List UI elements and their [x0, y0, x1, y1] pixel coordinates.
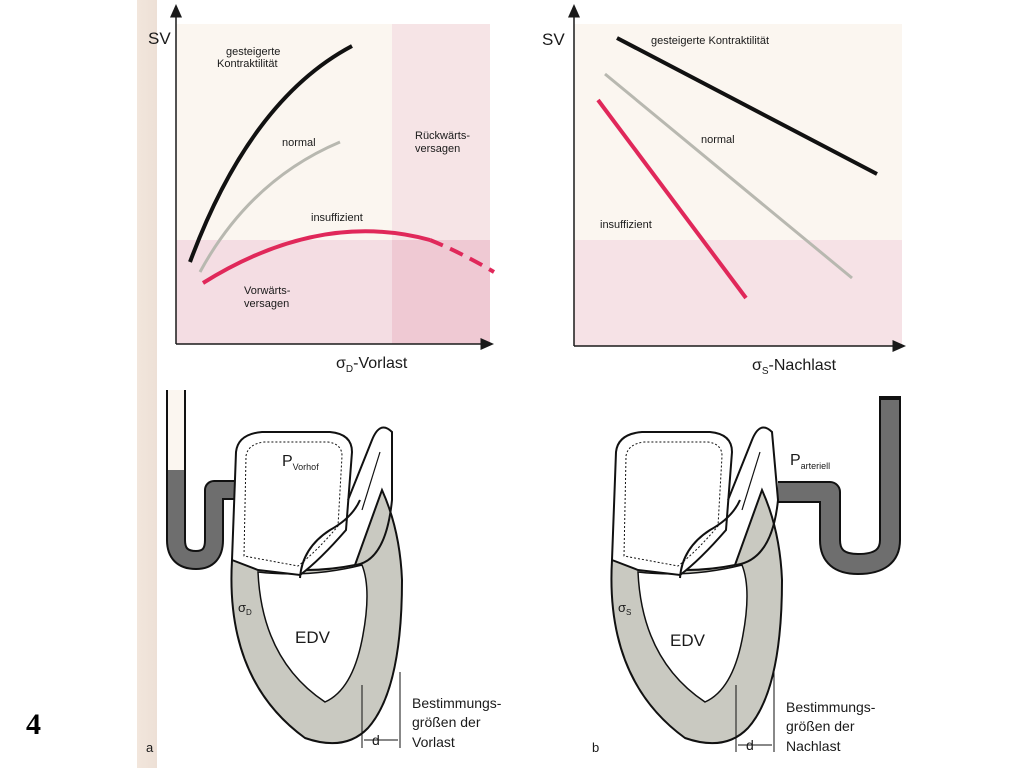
- atrial-manometer-fluid: [168, 470, 262, 568]
- chart-preload: SV gesteigerte Kontraktilität normal ins…: [148, 4, 496, 375]
- arterial-pressure-label: Parteriell: [790, 452, 830, 471]
- label-backward-line2: versagen: [415, 143, 460, 155]
- caption-line1-afterload: Bestimmungs-: [786, 699, 876, 715]
- label-backward-line1: Rückwärts-: [415, 130, 470, 142]
- caption-line1-preload: Bestimmungs-: [412, 695, 502, 711]
- combined-failure-zone: [392, 240, 490, 344]
- slide-number: 4: [26, 708, 41, 741]
- label-forward-line1: Vorwärts-: [244, 285, 291, 297]
- edv-label-preload: EDV: [295, 628, 331, 647]
- y-axis-label-afterload: SV: [542, 30, 565, 49]
- heart-afterload: Parteriell σS EDV d Bestimmungs- größen …: [592, 396, 901, 755]
- panel-letter-b: b: [592, 740, 599, 755]
- wall-stress-label-preload: σD: [238, 600, 252, 617]
- caption-line3-afterload: Nachlast: [786, 738, 841, 754]
- y-axis-label-preload: SV: [148, 29, 171, 48]
- wall-stress-label-afterload: σS: [618, 600, 631, 617]
- caption-line2-preload: größen der: [412, 714, 481, 730]
- panel-letter-a: a: [146, 740, 154, 755]
- label-increased-line1-preload: gesteigerte: [226, 46, 280, 58]
- atrial-pressure-label: PVorhof: [282, 453, 319, 472]
- curve-insufficient-dashed-preload: [429, 238, 496, 274]
- curve-increased-contractility-preload: [188, 44, 353, 263]
- label-increased-line2-preload: Kontraktilität: [217, 58, 278, 70]
- x-axis-label-preload: σD-Vorlast: [336, 355, 408, 375]
- line-insufficient-afterload: [596, 98, 748, 300]
- arterial-manometer-fluid: [778, 400, 899, 573]
- ventricle-cavity-preload: [257, 564, 368, 703]
- atrium-afterload: [610, 431, 734, 577]
- mitral-valve-afterload: [679, 499, 741, 579]
- x-axis-label-afterload: σS-Nachlast: [752, 357, 837, 377]
- chart-afterload: SV gesteigerte Kontraktilität normal ins…: [542, 4, 906, 377]
- caption-line3-preload: Vorlast: [412, 734, 455, 750]
- aorta-preload: [347, 426, 393, 566]
- curve-normal-preload: [198, 140, 341, 273]
- atrium-inner-preload: [243, 441, 343, 567]
- aorta-afterload: [727, 426, 780, 566]
- aorta-inner-preload: [361, 451, 381, 511]
- aorta-inner-afterload: [741, 451, 761, 511]
- label-insufficient-preload: insuffizient: [311, 212, 363, 224]
- thickness-label-preload: d: [372, 732, 380, 748]
- label-forward-line2: versagen: [244, 298, 289, 310]
- thickness-label-afterload: d: [746, 737, 754, 753]
- line-normal-afterload: [604, 72, 853, 280]
- line-increased-contractility-afterload: [616, 36, 878, 176]
- mitral-valve-preload: [299, 499, 361, 579]
- curve-insufficient-preload: [201, 229, 431, 285]
- label-insufficient-afterload: insuffizient: [600, 219, 652, 231]
- ventricle-cavity-afterload: [637, 564, 748, 703]
- label-normal-afterload: normal: [701, 134, 735, 146]
- edv-label-afterload: EDV: [670, 631, 706, 650]
- label-normal-preload: normal: [282, 137, 316, 149]
- afterload-pink-zone: [574, 240, 902, 346]
- heart-preload: PVorhof σD EDV d Bestimmungs- größen der…: [146, 390, 502, 755]
- label-increased-afterload: gesteigerte Kontraktilität: [651, 35, 769, 47]
- page-edge-strip: [137, 0, 157, 768]
- atrium-inner-afterload: [623, 441, 723, 567]
- atrium-preload: [230, 431, 354, 577]
- caption-line2-afterload: größen der: [786, 718, 855, 734]
